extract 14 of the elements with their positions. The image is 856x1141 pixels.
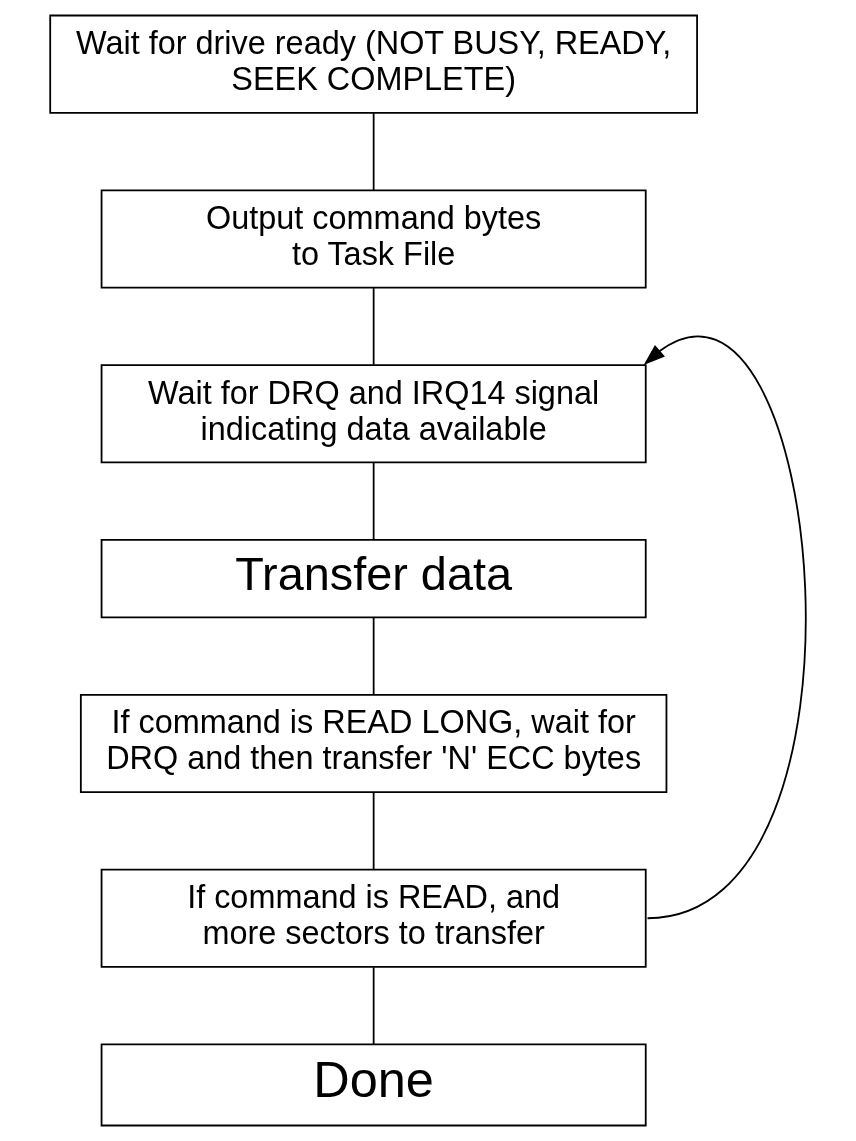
node-box: Wait for drive ready (NOT BUSY, READY, SEEK COMPLETE): [48, 14, 698, 114]
connector: [372, 287, 375, 366]
connector: [372, 616, 375, 696]
connector: [372, 112, 375, 191]
connector: [372, 791, 375, 871]
node-box: Wait for DRQ and IRQ14 signal indicating data available: [100, 364, 647, 464]
node-box: Done: [100, 1043, 647, 1127]
node-box: Output command bytes to Task File: [100, 189, 647, 289]
node-box: If command is READ, and more sectors to transfer: [100, 868, 647, 968]
connector: [372, 462, 375, 541]
node-box: If command is READ LONG, wait for DRQ and then transfer 'N' ECC bytes: [79, 693, 667, 794]
node-box: Transfer data: [100, 538, 647, 619]
connector: [372, 966, 375, 1046]
arrow: [643, 335, 806, 920]
